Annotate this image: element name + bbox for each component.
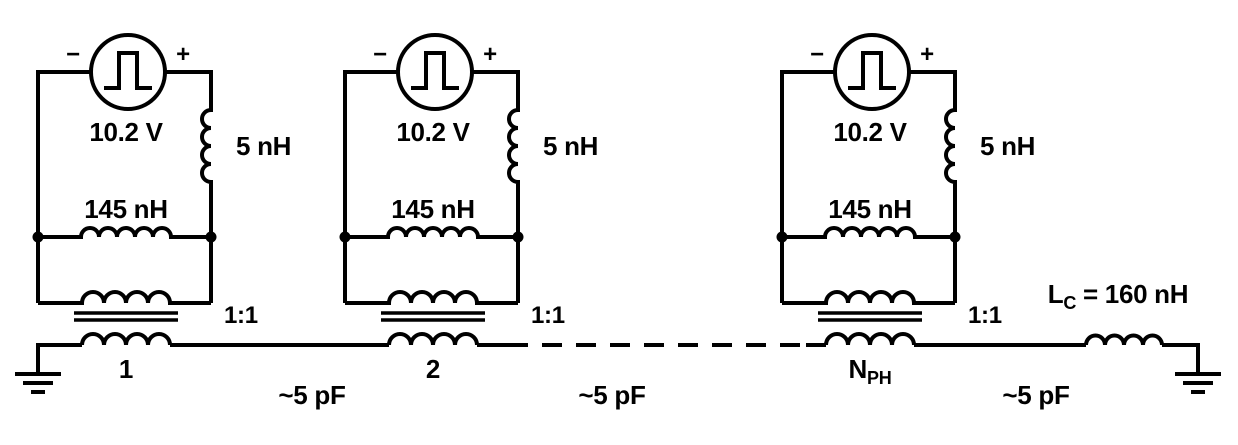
transformer-core [74, 311, 178, 322]
phase-number-label: 2 [426, 354, 440, 384]
winding-inductance-label: 145 nH [828, 194, 911, 224]
pulse-waveform-icon [104, 51, 152, 90]
junction-dot-left [32, 231, 44, 243]
turns-ratio-label: 1:1 [531, 302, 565, 329]
junction-dot-right [205, 231, 217, 243]
transformer-secondary-winding [387, 332, 479, 346]
polarity-minus-label: − [66, 41, 80, 68]
parasitic-capacitance-label-1: ~5 pF [278, 380, 345, 410]
transformer-core [381, 311, 485, 322]
transformer-primary-winding [38, 290, 211, 305]
wire-right-with-series-inductor [909, 70, 957, 303]
ground-symbol-left [15, 372, 61, 394]
transformer-secondary-winding [80, 332, 172, 346]
turns-ratio-label: 1:1 [968, 302, 1002, 329]
parasitic-capacitance-label-3: ~5 pF [1002, 380, 1069, 410]
wire-left [36, 70, 91, 303]
trace-inductor-lc [1084, 333, 1164, 346]
shunt-inductor-145nh [38, 226, 211, 239]
phase-cell-1: − + 10.2 V 5 nH 145 nH 1:1 1 [32, 33, 291, 384]
series-inductance-label: 5 nH [236, 131, 291, 161]
transformer-primary-winding [345, 290, 518, 305]
phase-number-label: 1 [119, 354, 133, 384]
turns-ratio-label: 1:1 [224, 302, 258, 329]
shunt-inductor-145nh [345, 226, 518, 239]
winding-inductance-label: 145 nH [84, 194, 167, 224]
polarity-minus-label: − [373, 41, 387, 68]
junction-dot-right [512, 231, 524, 243]
pulse-source-circle [89, 33, 167, 111]
wire-right-with-series-inductor [472, 70, 520, 303]
polarity-plus-label: + [920, 41, 934, 68]
transformer-primary-winding [782, 290, 955, 305]
voltage-label: 10.2 V [833, 117, 907, 147]
shunt-inductor-145nh [782, 226, 955, 239]
wire-right-with-series-inductor [165, 70, 213, 303]
pulse-waveform-icon [848, 51, 896, 90]
junction-dot-left [339, 231, 351, 243]
series-inductance-label: 5 nH [543, 131, 598, 161]
trace-rail-right-segment [1162, 343, 1200, 374]
phase-cell-n: − + 10.2 V 5 nH 145 nH 1:1 NPH [776, 33, 1035, 388]
pulse-source-circle [396, 33, 474, 111]
junction-dot-left [776, 231, 788, 243]
transformer-secondary-winding [824, 332, 916, 346]
pulse-waveform-icon [411, 51, 459, 90]
junction-dot-right [949, 231, 961, 243]
parasitic-capacitance-label-2: ~5 pF [578, 380, 645, 410]
wire-left [780, 70, 835, 303]
polarity-plus-label: + [176, 41, 190, 68]
transformer-core [818, 311, 922, 322]
trace-inductor-label: LC = 160 nH [1048, 279, 1189, 313]
phase-cell-2: − + 10.2 V 5 nH 145 nH 1:1 2 [339, 33, 598, 384]
polarity-minus-label: − [810, 41, 824, 68]
trace-rail-left-segment [36, 343, 82, 374]
pulse-source-circle [833, 33, 911, 111]
winding-inductance-label: 145 nH [391, 194, 474, 224]
voltage-label: 10.2 V [89, 117, 163, 147]
phase-number-label: NPH [849, 354, 892, 388]
polarity-plus-label: + [483, 41, 497, 68]
voltage-label: 10.2 V [396, 117, 470, 147]
ground-symbol-right [1175, 372, 1221, 394]
wire-left [343, 70, 398, 303]
series-inductance-label: 5 nH [980, 131, 1035, 161]
